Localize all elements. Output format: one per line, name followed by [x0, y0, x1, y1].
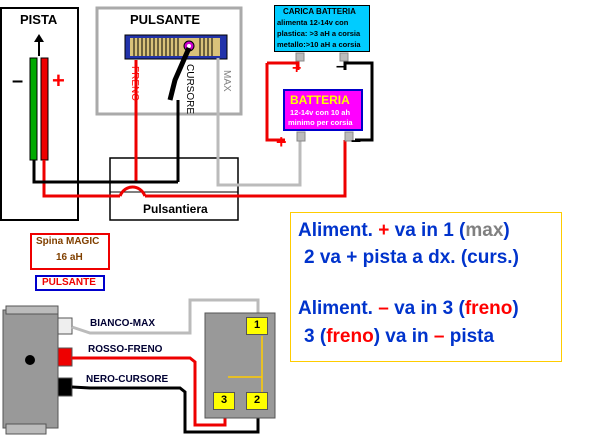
track-rail-red: [40, 57, 49, 161]
charger-line-2: alimenta 12-14v con: [277, 18, 349, 27]
notes-box: [290, 212, 562, 362]
wiper-arm: [167, 46, 192, 101]
battery-minus: –: [351, 130, 362, 150]
wire-label-white: BIANCO-MAX: [90, 318, 155, 329]
pulsante-tag: PULSANTE: [42, 277, 96, 288]
wire-label-black: NERO-CURSORE: [86, 374, 169, 385]
cursore-label: CURSORE: [184, 64, 195, 115]
charger-minus: –: [336, 58, 345, 75]
charger-line-4: metallo:>10 aH a corsia: [277, 40, 361, 49]
wire-red-main: [42, 160, 120, 198]
pulsante-tag-box: [35, 275, 105, 291]
wire-charger-plus: [265, 63, 285, 142]
note-line-2: 2 va + pista a dx. (curs.): [304, 247, 519, 268]
track-plus-label: +: [52, 68, 65, 93]
bottom-wire-black: [71, 385, 260, 434]
note-line-3: Aliment. – va in 3 (freno): [298, 298, 519, 319]
wire-label-red: ROSSO-FRENO: [88, 344, 163, 355]
terminal-2: [246, 392, 268, 410]
max-label: MAX: [221, 70, 232, 92]
charger-line-3: plastica: >3 aH a corsia: [277, 29, 361, 38]
terminal-3: [213, 392, 235, 410]
controller-title: Pulsantiera: [143, 202, 208, 216]
terminal-1-label: 1: [254, 319, 261, 331]
magic-box: [30, 233, 110, 270]
plug-body: [2, 309, 59, 429]
battery-title: BATTERIA: [290, 93, 350, 107]
magic-line-1: Spina MAGIC: [36, 236, 100, 247]
wire-white-max: [216, 58, 302, 187]
charger-box: [274, 5, 370, 52]
terminal-3-label: 3: [221, 394, 228, 406]
terminal-2-label: 2: [254, 394, 261, 406]
battery-box: [283, 89, 363, 131]
battery-line-2: minimo per corsia: [288, 118, 353, 127]
freno-label: FRENO: [129, 66, 140, 101]
track-rail-green: [29, 57, 38, 161]
battery-line-1: 12-14v con 10 ah: [290, 108, 351, 117]
bottom-wire-white: [71, 298, 260, 335]
terminal-1: [246, 317, 268, 335]
bottom-wire-red: [72, 356, 227, 427]
plug-hole: [25, 355, 35, 365]
note-line-4: 3 (freno) va in – pista: [304, 326, 495, 347]
track-minus-label: –: [12, 70, 24, 92]
charger-line-1: CARICA BATTERIA: [283, 7, 356, 16]
battery-plus: +: [276, 132, 287, 152]
note-line-1: Aliment. + va in 1 (max): [298, 220, 510, 241]
charger-plus: +: [292, 60, 302, 77]
wire-black-cursore: [32, 160, 178, 184]
track-title: PISTA: [20, 12, 58, 27]
button-title: PULSANTE: [130, 12, 201, 27]
magic-line-2: 16 aH: [56, 252, 83, 263]
track-arrow-head: [34, 34, 44, 42]
